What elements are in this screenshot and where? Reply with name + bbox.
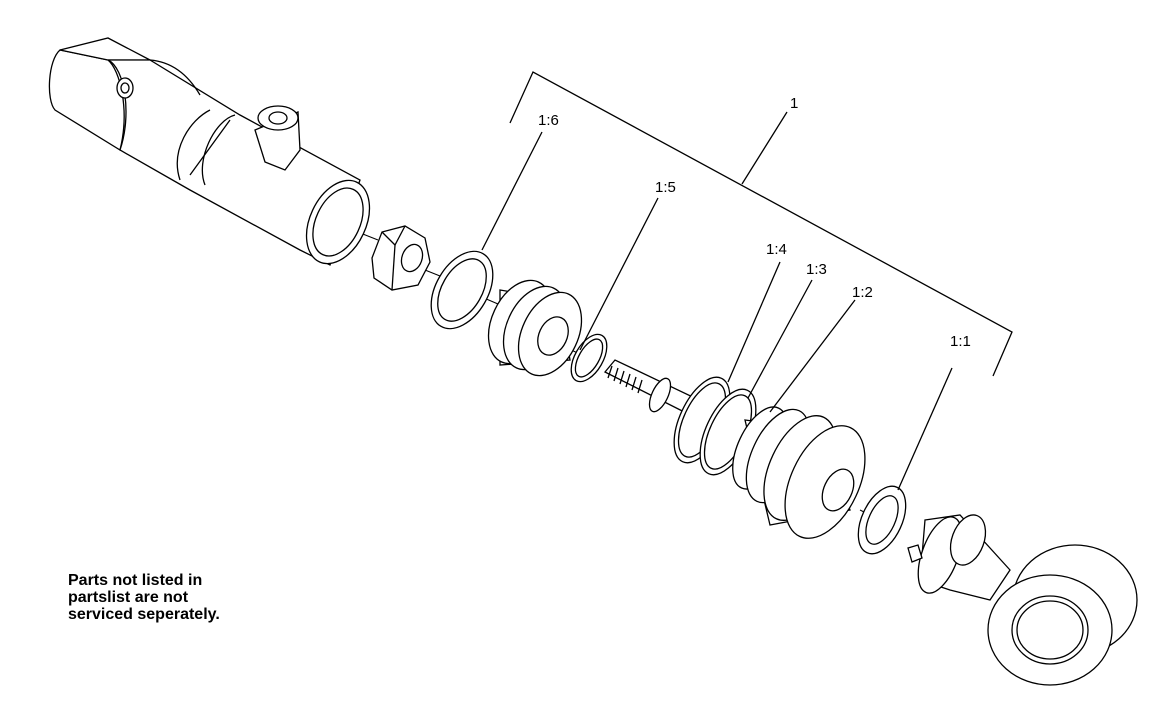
- service-note-line: Parts not listed in: [68, 572, 203, 589]
- part-1-5-o-ring: [570, 333, 608, 383]
- service-note: Parts not listed in partslist are not se…: [68, 572, 220, 623]
- piston: [487, 279, 583, 377]
- label-part-1-4: 1:4: [766, 241, 787, 258]
- cylinder-housing: [48, 37, 371, 266]
- part-1-3-o-ring: [699, 388, 757, 476]
- label-part-1-6: 1:6: [538, 112, 559, 129]
- part-1-6-seal-ring: [430, 250, 494, 330]
- label-part-1-2: 1:2: [852, 284, 873, 301]
- service-note-line: serviced seperately.: [68, 606, 220, 623]
- label-part-1-5: 1:5: [655, 179, 676, 196]
- label-part-1-3: 1:3: [806, 261, 827, 278]
- assembly-bracket: [509, 71, 1013, 377]
- label-assembly-1: 1: [790, 95, 798, 112]
- part-1-1-wiper: [857, 485, 907, 555]
- hex-nut: [371, 225, 431, 291]
- part-1-4-o-ring: [673, 376, 731, 464]
- part-1-2-gland: [732, 406, 866, 539]
- label-part-1-1: 1:1: [950, 333, 971, 350]
- leader-lines: [481, 131, 953, 491]
- service-note-line: partslist are not: [68, 589, 189, 606]
- rod-end-eye: [907, 514, 1138, 686]
